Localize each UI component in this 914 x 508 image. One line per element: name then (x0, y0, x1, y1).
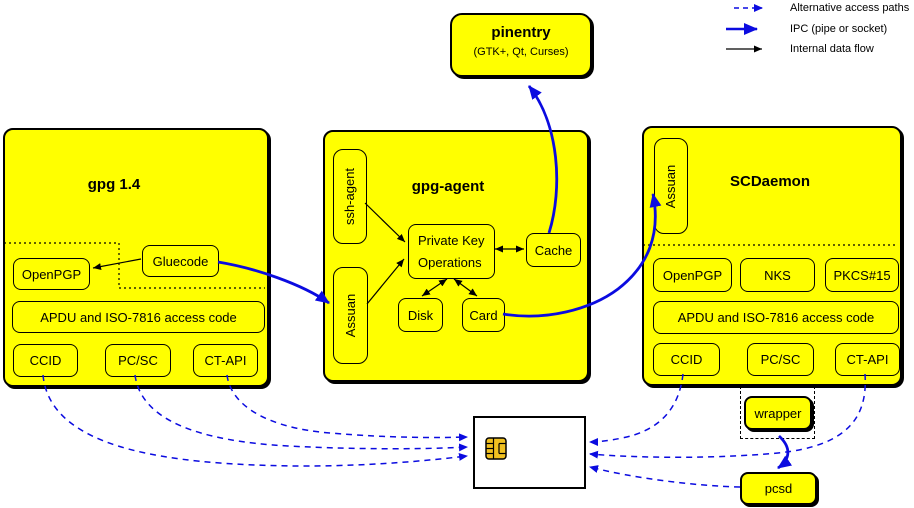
scdaemon-title: SCDaemon (729, 173, 811, 190)
wrapper-label: wrapper (754, 405, 802, 421)
gpg14-ctapi-label: CT-API (204, 353, 247, 368)
nks-label: NKS (764, 267, 791, 283)
legend-internal-label: Internal data flow (790, 43, 874, 55)
ipc-wrapper-to-pcsd (777, 434, 793, 470)
private-key-operations: Private Key Operations (408, 224, 495, 279)
cache-label: Cache (534, 242, 573, 258)
gpg14-apdu-label: APDU and ISO-7816 access code (40, 309, 237, 325)
scdaemon-apdu-label: APDU and ISO-7816 access code (677, 310, 875, 325)
pinentry-box: pinentry (GTK+, Qt, Curses) (450, 13, 592, 77)
gpg-agent-assuan-label: Assuan (343, 293, 358, 338)
scdaemon-nks: NKS (740, 258, 815, 292)
pinentry-subtitle: (GTK+, Qt, Curses) (473, 46, 569, 58)
gpg-agent-cache: Cache (526, 233, 581, 267)
scdaemon-pcsc: PC/SC (747, 343, 814, 376)
gpg-agent-ssh-agent: ssh-agent (333, 149, 367, 244)
scdaemon-pkcs15: PKCS#15 (825, 258, 899, 292)
gpg14-gluecode: Gluecode (142, 245, 219, 277)
gpg-agent-title: gpg-agent (411, 178, 485, 195)
gpg14-title: gpg 1.4 (87, 176, 141, 193)
disk-label: Disk (407, 307, 434, 323)
gpg-agent-card: Card (462, 298, 505, 332)
smartcard (473, 416, 586, 489)
legend-ipc-label: IPC (pipe or socket) (790, 23, 888, 35)
pkcs15-label: PKCS#15 (833, 267, 891, 283)
scdaemon-ctapi-label: CT-API (846, 352, 889, 367)
gpg14-openpgp-label: OpenPGP (21, 266, 82, 282)
scdaemon-ccid-label: CCID (670, 352, 703, 367)
pcsd-label: pcsd (764, 481, 793, 496)
scdaemon-apdu: APDU and ISO-7816 access code (653, 301, 899, 334)
gpg14-openpgp: OpenPGP (13, 258, 90, 290)
gpg14-ccid-label: CCID (29, 353, 62, 368)
alt-pcsd-to-card (589, 465, 741, 488)
gpg14-ccid: CCID (13, 344, 78, 377)
gpg14-apdu: APDU and ISO-7816 access code (12, 301, 265, 333)
scdaemon-ctapi: CT-API (835, 343, 900, 376)
gpg-agent-assuan: Assuan (333, 267, 368, 364)
alt-gpg14-ccid-to-card (42, 374, 468, 467)
pinentry-title: pinentry (491, 24, 551, 41)
gpg14-pcsc-label: PC/SC (118, 353, 158, 368)
scdaemon-openpgp-label: OpenPGP (662, 267, 723, 283)
smartcard-chip-icon (485, 437, 507, 460)
scdaemon-assuan: Assuan (654, 138, 688, 234)
gpg-agent-disk: Disk (398, 298, 443, 332)
pko-line2: Operations (418, 254, 482, 270)
gpg14-ctapi: CT-API (193, 344, 258, 377)
scdaemon-assuan-label: Assuan (663, 164, 679, 208)
card-label: Card (469, 307, 498, 323)
scdaemon-pcsc-label: PC/SC (760, 352, 801, 367)
ssh-agent-label: ssh-agent (342, 167, 358, 226)
gpg14-gluecode-label: Gluecode (152, 253, 209, 269)
scdaemon-openpgp: OpenPGP (653, 258, 732, 292)
pcsd-box: pcsd (740, 472, 817, 505)
pko-line1: Private Key (418, 232, 485, 248)
gpg14-pcsc: PC/SC (105, 344, 171, 377)
wrapper-box: wrapper (744, 396, 812, 430)
alt-scdaemon-ctapi-to-card (589, 373, 867, 459)
scdaemon-ccid: CCID (653, 343, 720, 376)
legend-alt-paths-label: Alternative access paths (790, 2, 910, 14)
